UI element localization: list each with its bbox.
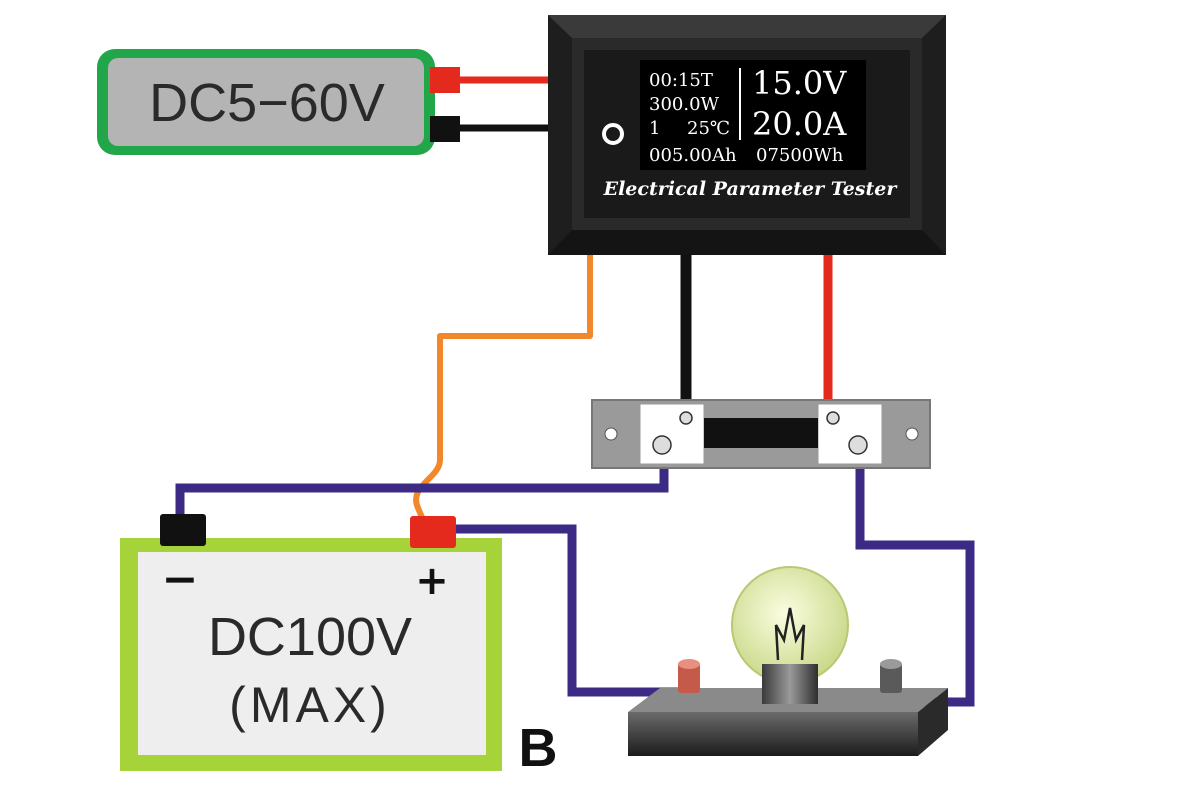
lamp-base — [628, 712, 918, 756]
shunt-load-wire — [855, 452, 975, 707]
shunt-mount-hole-left — [604, 427, 618, 441]
battery-plus-sign: + — [415, 558, 449, 604]
meter-screen — [640, 60, 866, 170]
display-energy: 07500Wh — [756, 145, 844, 166]
display-current: 20.0A — [752, 105, 847, 143]
lamp-load — [628, 566, 948, 756]
display-capacity: 005.00Ah — [649, 145, 737, 166]
lamp-terminal-right — [880, 663, 902, 693]
battery-sublabel: (MAX) — [229, 677, 391, 733]
bulb-filament — [774, 607, 806, 661]
figure-letter: B — [519, 718, 558, 778]
supply-negative-terminal — [430, 116, 460, 142]
battery: − + DC100V (MAX) — [120, 514, 502, 771]
lamp-terminal-left — [678, 663, 700, 693]
shunt-main-screw-right — [848, 435, 868, 455]
battery-label: DC100V — [208, 607, 412, 667]
battery-minus-sign: − — [162, 554, 199, 605]
battery-positive-terminal — [410, 516, 456, 548]
battery-negative-terminal — [160, 514, 206, 546]
shunt-main-screw-left — [652, 435, 672, 455]
meter-caption: Electrical Parameter Tester — [603, 178, 899, 200]
display-group: 1 — [649, 118, 660, 139]
shunt-sense-screw-left — [679, 411, 693, 425]
lamp-socket — [762, 664, 818, 704]
shunt-resistor — [704, 418, 818, 448]
display-time: 00:15T — [649, 70, 713, 91]
supply-positive-terminal — [430, 67, 460, 93]
display-power: 300.0W — [649, 94, 720, 115]
meter: 00:15T 300.0W 1 25℃ 005.00Ah 15.0V 20.0A… — [548, 15, 946, 255]
display-temp: 25℃ — [687, 118, 730, 139]
display-voltage: 15.0V — [752, 64, 847, 102]
dc-supply: DC5−60V — [97, 49, 460, 155]
supply-label: DC5−60V — [149, 73, 385, 133]
shunt-block-right — [817, 403, 883, 465]
shunt-mount-hole-right — [905, 427, 919, 441]
wires — [175, 76, 975, 707]
meter-button[interactable] — [602, 123, 624, 145]
battery-plus-load-wire — [455, 524, 680, 697]
sense-orange-wire — [413, 255, 593, 524]
shunt-block-left — [639, 403, 705, 465]
shunt-battery-minus-wire — [175, 452, 669, 520]
shunt-sense-screw-right — [826, 411, 840, 425]
shunt — [591, 399, 931, 469]
